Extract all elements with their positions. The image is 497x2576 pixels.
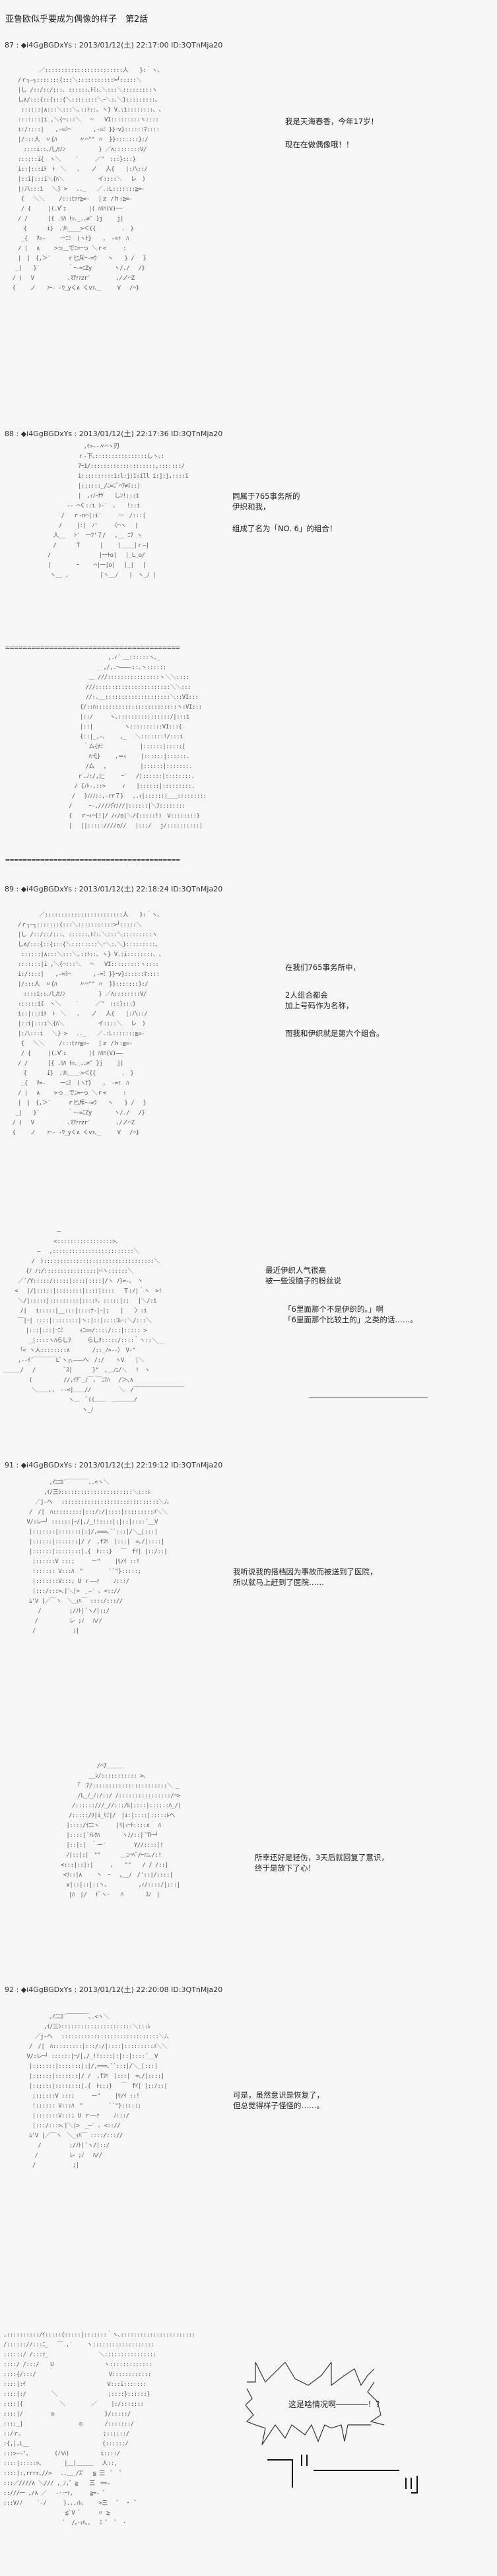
dialogue-line: 2人组合都会 加上号码作为名称， [285,990,354,1010]
post-header-88: 88 : ◆i4GgBGDxYs : 2013/01/12(土) 22:17:3… [5,430,223,438]
post-datetime: 2013/01/12(土) 22:20:08 [79,1985,169,1994]
trip-code: i4GgBGDxYs [26,430,73,438]
post-datetime: 2013/01/12(土) 22:19:12 [79,1461,169,1469]
thread-title: 亚鲁欧似乎要成为偶像的样子 第2話 [5,15,149,24]
trip-diamond-icon: ◆ [20,1985,27,1994]
post-header-87: 87 : ◆i4GgBGDxYs : 2013/01/12(土) 22:17:0… [5,41,223,49]
dialogue-line: 组成了名为「NO. 6」的组合！ [232,524,337,533]
trip-diamond-icon: ◆ [20,885,27,893]
trip-code: i4GgBGDxYs [26,1461,73,1469]
post-number: 87 [5,41,14,49]
post-header-89: 89 : ◆i4GgBGDxYs : 2013/01/12(土) 22:18:2… [5,885,223,893]
ascii-art-haruka-3: ,ｲﾆﾆﾛ´￣￣￣￣､.<ヽ＼ ,ｲ/三ｼ:::::::::::::::::::… [26,1479,170,1634]
post-header-91: 91 : ◆i4GgBGDxYs : 2013/01/12(土) 22:19:1… [5,1461,223,1469]
dialogue-line: 我听说我的搭档因为事故而被送到了医院， 所以就马上赶到了医院…… [233,1567,378,1587]
dialogue-line: 所幸还好是轻伤，3天后就回复了意识， 终于是放下了心！ [255,1853,389,1873]
ascii-art-shocked-face: ,::::::::::/ｲ:::::{:::::|:::::::｀ヽ､:::::… [3,2332,195,2527]
ascii-art-iori-2: ― <:::::::::::::::::>､ ― ,::::::::::::::… [3,1229,184,1413]
trip-code: i4GgBGDxYs [26,1985,73,1994]
shout-text: 这是啥情况啊――――！？ [288,2400,384,2409]
poster-id: ID:3QTnMja20 [171,1985,223,1994]
ascii-art-haruka-4: ,ｲﾆﾆﾛ´￣￣￣￣､.<ヽ＼ ,ｲ/三ｼ:::::::::::::::::::… [26,2014,170,2169]
dialogue-line: 在我们765事务所中， [285,963,360,972]
poster-id: ID:3QTnMja20 [171,430,223,438]
dialogue-line: 最近伊织人气很高 被一些没脑子的粉丝说 [265,1266,341,1285]
post-datetime: 2013/01/12(土) 22:18:24 [79,885,169,893]
poster-id: ID:3QTnMja20 [171,41,223,49]
dialogue-line: 同属于765事务所的 伊织和我， [232,492,300,511]
ascii-art-iori-3: /⌒7＿＿＿ __ﾚ/::::::::::: >､ ｢ 7/::::::::::… [60,1763,182,1898]
post-number: 91 [5,1461,14,1469]
burst-outline-icon [246,2362,385,2445]
dialogue-line: 而我和伊织就是第六个组合。 [285,1029,384,1038]
section-divider: ======================================== [5,856,180,864]
ascii-art-iori-1: ,ｲ>-‐〃⌒ヽ刃 ｒ-下､::::::::::::::::しヽ､: 7ｰ1/:… [47,443,189,579]
shout-speech-burst: 这是啥情况啊――――！？ [246,2362,430,2448]
ascii-art-haruka-side: ,.ｨ´ ＿::::::ヽ､_ _ ,/,.ｰ―――-::､ヽ:::::: ＿ … [69,655,207,829]
post-datetime: 2013/01/12(土) 22:17:36 [79,430,169,438]
ascii-art-haruka-1: ／::::::::::::::::::::::::人 }:｀ヽ、 /ｒ┐―┐::… [12,67,164,292]
section-divider: ======================================== [5,643,180,652]
post-number: 89 [5,885,14,893]
trip-code: i4GgBGDxYs [26,885,73,893]
shout-lines-decoration [267,2448,439,2494]
trip-diamond-icon: ◆ [20,41,27,49]
post-number: 92 [5,1985,14,1994]
dialogue-line: 可是，虽然意识是恢复了， 但总觉得样子怪怪的……。 [233,2090,324,2110]
poster-id: ID:3QTnMja20 [171,885,223,893]
post-datetime: 2013/01/12(土) 22:17:00 [79,41,169,49]
poster-id: ID:3QTnMja20 [171,1461,223,1469]
post-header-92: 92 : ◆i4GgBGDxYs : 2013/01/12(土) 22:20:0… [5,1985,223,1994]
ascii-art-haruka-2: ／::::::::::::::::::::::::人 }:｀ヽ、 /ｒ┐―┐::… [12,912,164,1136]
dialogue-line: 「6里面那个不是伊织的。」啊 「6里面那个比较土的」之类的话……。 [284,1304,418,1324]
dialogue-line: 现在在做偶像哦！！ [285,140,354,149]
dialogue-line: 我是天海春香，今年17岁！ [285,117,379,126]
trip-diamond-icon: ◆ [20,430,27,438]
trip-diamond-icon: ◆ [20,1461,27,1469]
post-number: 88 [5,430,14,438]
trip-code: i4GgBGDxYs [26,41,73,49]
shout-lines-icon [267,2455,418,2494]
